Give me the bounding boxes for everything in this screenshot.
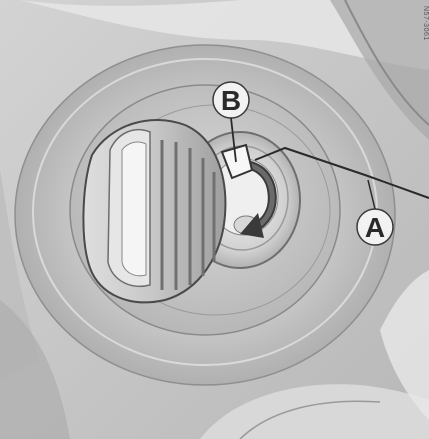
side-code: N57-3061 [422, 6, 429, 41]
key-cover-cap [83, 120, 225, 302]
callout-b-label: B [221, 85, 241, 116]
callout-a-label: A [365, 212, 385, 243]
